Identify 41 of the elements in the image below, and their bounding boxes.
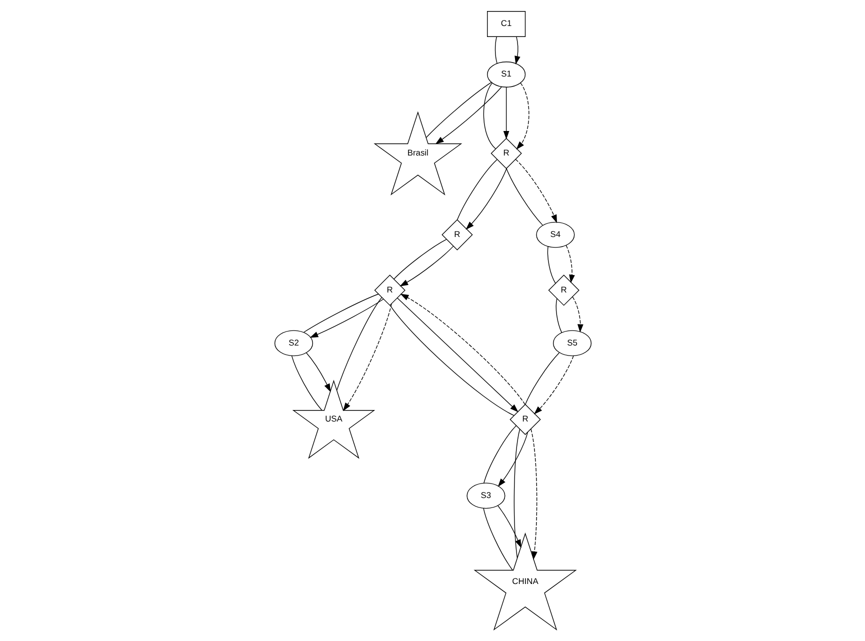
arrow [309,298,384,338]
connector [456,159,497,220]
connector [425,82,492,138]
arrow [516,82,529,150]
node-diamond: R [490,138,522,169]
connector [483,425,516,484]
connector [393,239,446,280]
connector [494,36,497,64]
connector [336,297,382,391]
connector [506,168,542,226]
node-ellipse: S1 [486,62,526,88]
node-ellipse: S4 [536,222,574,248]
connector [482,508,512,570]
arrow [533,356,574,414]
arrow [497,505,521,548]
node-ellipse: S3 [466,482,505,509]
arrow [497,432,528,487]
arrow [400,294,525,405]
node-box: C1 [486,11,526,37]
connector [524,352,560,405]
arrow [399,246,454,286]
arrow [434,86,502,144]
arrow [465,168,507,230]
connector [546,246,556,284]
arrow [514,159,556,224]
arrow [342,303,392,412]
arrow [530,428,537,560]
connector [389,305,514,416]
arrow [514,36,520,64]
arrow [565,245,574,284]
node-ellipse: S5 [552,330,592,356]
arrow [396,298,518,412]
connector [482,82,496,150]
node-diamond: R [374,274,405,306]
connector [555,298,562,333]
connector [513,428,520,558]
node-ellipse: S2 [274,330,313,356]
arrow [305,352,330,392]
connector [302,294,378,333]
arrow [572,296,583,333]
arrow [502,86,509,140]
